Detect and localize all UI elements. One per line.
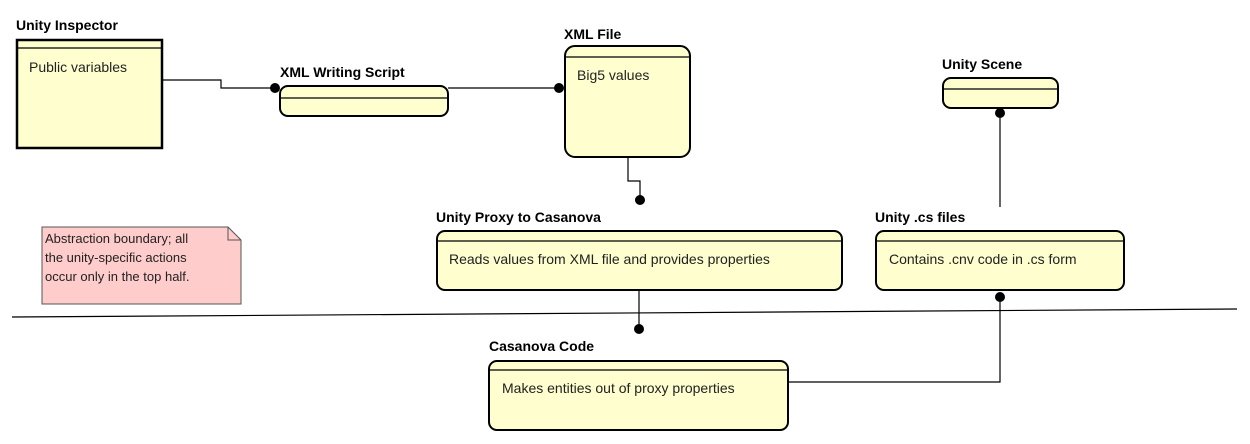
- connector-end-dot: [995, 108, 1005, 118]
- node-title: XML File: [564, 26, 622, 42]
- note-line: Abstraction boundary; all: [45, 231, 188, 246]
- connector-end-dot: [995, 292, 1005, 302]
- node-title: Casanova Code: [489, 338, 594, 354]
- node-body: Big5 values: [577, 67, 649, 83]
- node-unity-scene[interactable]: Unity Scene: [942, 56, 1059, 109]
- note-line: occur only in the top half.: [45, 269, 190, 284]
- note-abstraction-boundary: Abstraction boundary; all the unity-spec…: [41, 226, 242, 305]
- note-line: the unity-specific actions: [45, 250, 187, 265]
- node-xml-writing-script[interactable]: XML Writing Script: [279, 64, 449, 117]
- node-body: Public variables: [29, 59, 127, 75]
- node-body: Makes entities out of proxy properties: [502, 380, 735, 396]
- node-title: Unity .cs files: [875, 209, 965, 225]
- abstraction-boundary-line: [11, 308, 1238, 318]
- connector-end-dot: [635, 195, 645, 205]
- node-unity-inspector[interactable]: Unity Inspector Public variables: [15, 17, 164, 150]
- connector-casanova-to-cs-files: [788, 292, 1005, 383]
- node-title: Unity Proxy to Casanova: [436, 209, 601, 225]
- node-unity-proxy[interactable]: Unity Proxy to Casanova Reads values fro…: [436, 209, 843, 291]
- node-unity-cs-files[interactable]: Unity .cs files Contains .cnv code in .c…: [875, 209, 1125, 291]
- connector-end-dot: [634, 324, 644, 334]
- connector-inspector-to-script: [162, 79, 280, 93]
- connector-end-dot: [270, 83, 280, 93]
- connector-xml-file-to-proxy: [627, 157, 645, 205]
- node-title: Unity Scene: [942, 56, 1022, 72]
- node-body: Contains .cnv code in .cs form: [889, 251, 1077, 267]
- connector-script-to-xml-file: [448, 83, 564, 93]
- connector-proxy-to-casanova: [634, 290, 644, 334]
- connector-cs-files-to-scene: [995, 108, 1005, 207]
- node-xml-file[interactable]: XML File Big5 values: [564, 26, 691, 158]
- connector-end-dot: [554, 83, 564, 93]
- node-casanova-code[interactable]: Casanova Code Makes entities out of prox…: [488, 338, 789, 431]
- node-title: XML Writing Script: [280, 64, 405, 80]
- node-body: Reads values from XML file and provides …: [449, 251, 770, 267]
- node-title: Unity Inspector: [16, 17, 118, 33]
